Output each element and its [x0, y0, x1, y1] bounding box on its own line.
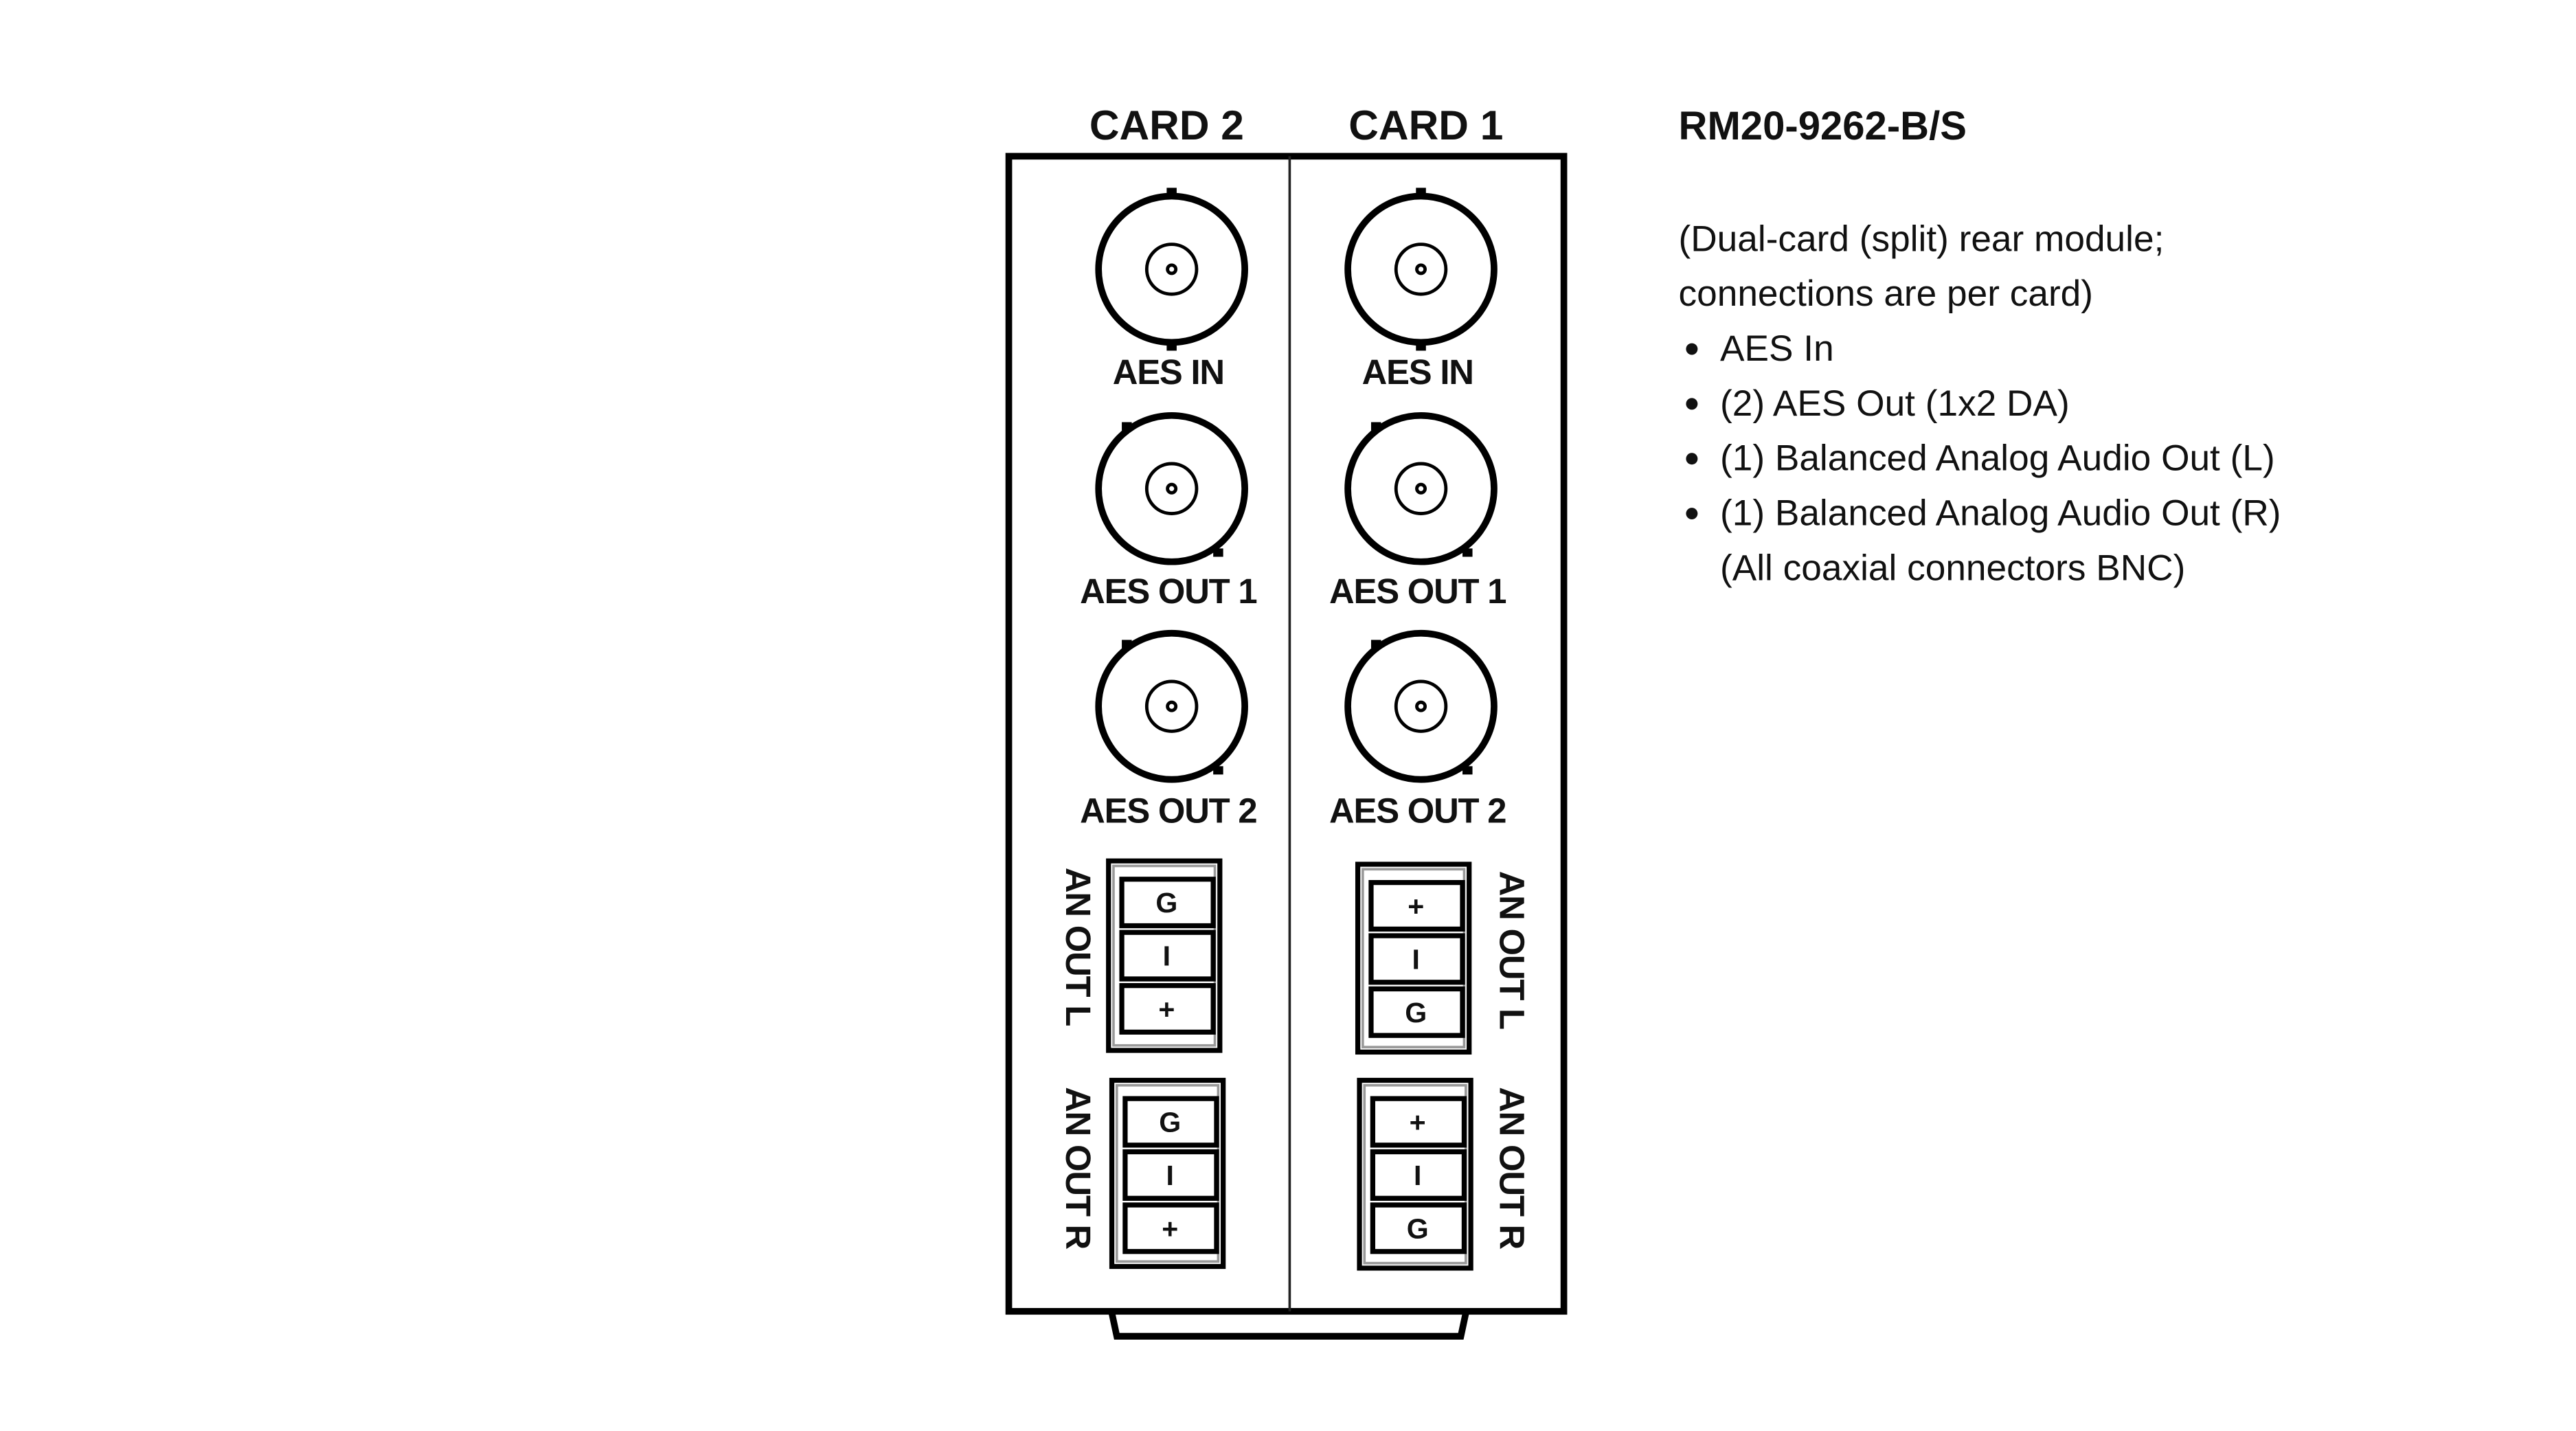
pin-label: I — [1166, 1160, 1174, 1191]
bnc-label: AES OUT 1 — [1080, 572, 1256, 611]
terminal-pin — [1368, 933, 1465, 985]
card-header: CARD 2 — [1089, 102, 1244, 148]
bnc-inner-ring — [1144, 462, 1199, 515]
terminal-block: + IG AN OUT R — [1357, 1077, 1531, 1271]
bnc-label: AES OUT 2 — [1080, 791, 1256, 831]
terminal-label: AN OUT L — [1059, 868, 1098, 1026]
module-title: RM20-9262-B/S — [1679, 104, 1967, 148]
bullet-item: (1) Balanced Analog Audio Out (R) — [1720, 493, 2281, 533]
pin-label: I — [1412, 943, 1420, 975]
bnc-pin — [1166, 482, 1178, 495]
bnc-connector — [1344, 412, 1498, 565]
bnc-bayonet — [1370, 422, 1381, 431]
bnc-label: AES OUT 1 — [1329, 572, 1506, 611]
bnc-inner-ring — [1144, 243, 1199, 296]
bnc-outer-ring — [1095, 629, 1248, 783]
bnc-inner-ring — [1144, 679, 1199, 733]
pin-label: I — [1414, 1160, 1421, 1191]
bnc-bayonet — [1122, 422, 1132, 431]
bnc-outer-ring — [1344, 412, 1498, 565]
terminal-block: GI + AN OUT R — [1059, 1077, 1226, 1270]
pin-label: G — [1407, 1213, 1429, 1244]
bnc-label: AES OUT 2 — [1329, 791, 1506, 831]
bnc-bayonet — [1122, 640, 1132, 649]
pin-label: + — [1408, 890, 1424, 922]
bnc-outer-ring — [1344, 629, 1498, 783]
pin-label: G — [1159, 1107, 1181, 1138]
bnc-connector — [1344, 188, 1498, 351]
bnc-connector — [1095, 188, 1248, 351]
terminal-pin — [1119, 929, 1216, 982]
bullet-item: (2) AES Out (1x2 DA) — [1720, 383, 2070, 424]
bnc-label: AES IN — [1362, 352, 1473, 392]
terminal-pin — [1370, 1202, 1467, 1254]
bnc-bayonet — [1462, 766, 1473, 775]
pin-label: + — [1158, 993, 1175, 1025]
bnc-connector — [1344, 629, 1498, 783]
bnc-pin — [1166, 263, 1178, 275]
terminal-block: + IG AN OUT L — [1355, 861, 1531, 1055]
pin-label: + — [1162, 1213, 1178, 1244]
bnc-bayonet — [1416, 340, 1426, 351]
pin-label: + — [1410, 1107, 1426, 1138]
bnc-pin — [1415, 482, 1427, 495]
description: RM20-9262-B/S (Dual-card (split) rear mo… — [1679, 104, 2281, 588]
bnc-bayonet — [1213, 548, 1223, 557]
intro-line: (Dual-card (split) rear module; — [1679, 218, 2165, 259]
panel-tab — [1108, 1312, 1469, 1340]
bnc-bayonet — [1166, 340, 1177, 351]
bnc-bayonet — [1416, 188, 1426, 198]
bnc-connector — [1095, 629, 1248, 783]
bullet-item: AES In — [1720, 328, 1834, 369]
bnc-pin — [1415, 700, 1427, 712]
bnc-bayonet — [1462, 548, 1473, 557]
bnc-outer-ring — [1095, 412, 1248, 565]
bullet-icon — [1686, 398, 1698, 410]
bullet-item: (1) Balanced Analog Audio Out (L) — [1720, 438, 2275, 479]
terminal-block: GI + AN OUT L — [1059, 858, 1223, 1053]
bnc-bayonet — [1370, 640, 1381, 649]
bullet-icon — [1686, 453, 1698, 465]
bnc-connector — [1095, 412, 1248, 565]
terminal-pin — [1122, 1149, 1219, 1201]
card-header: CARD 1 — [1348, 102, 1503, 148]
terminal-pin — [1370, 1149, 1467, 1201]
terminal-label: AN OUT L — [1492, 871, 1531, 1029]
note: (All coaxial connectors BNC) — [1720, 548, 2185, 588]
bnc-bayonet — [1213, 766, 1223, 775]
bnc-pin — [1166, 700, 1178, 712]
pin-label: G — [1405, 997, 1427, 1028]
terminal-pin — [1368, 986, 1465, 1038]
pin-label: I — [1163, 940, 1171, 972]
terminal-label: AN OUT R — [1059, 1087, 1098, 1249]
terminal-pin — [1368, 880, 1465, 932]
bullet-icon — [1686, 508, 1698, 520]
bnc-inner-ring — [1394, 462, 1448, 515]
bnc-bayonet — [1166, 188, 1177, 198]
terminal-pin — [1119, 877, 1216, 929]
terminal-pin — [1370, 1096, 1467, 1148]
bnc-label: AES IN — [1113, 352, 1224, 392]
bnc-inner-ring — [1394, 243, 1448, 296]
terminal-label: AN OUT R — [1492, 1087, 1531, 1249]
bullet-icon — [1686, 343, 1698, 355]
intro-line: connections are per card) — [1679, 273, 2093, 314]
pin-label: G — [1155, 887, 1177, 919]
terminal-pin — [1119, 983, 1216, 1035]
bnc-pin — [1415, 263, 1427, 275]
terminal-pin — [1122, 1202, 1219, 1254]
bnc-inner-ring — [1394, 679, 1448, 733]
terminal-pin — [1122, 1096, 1219, 1148]
